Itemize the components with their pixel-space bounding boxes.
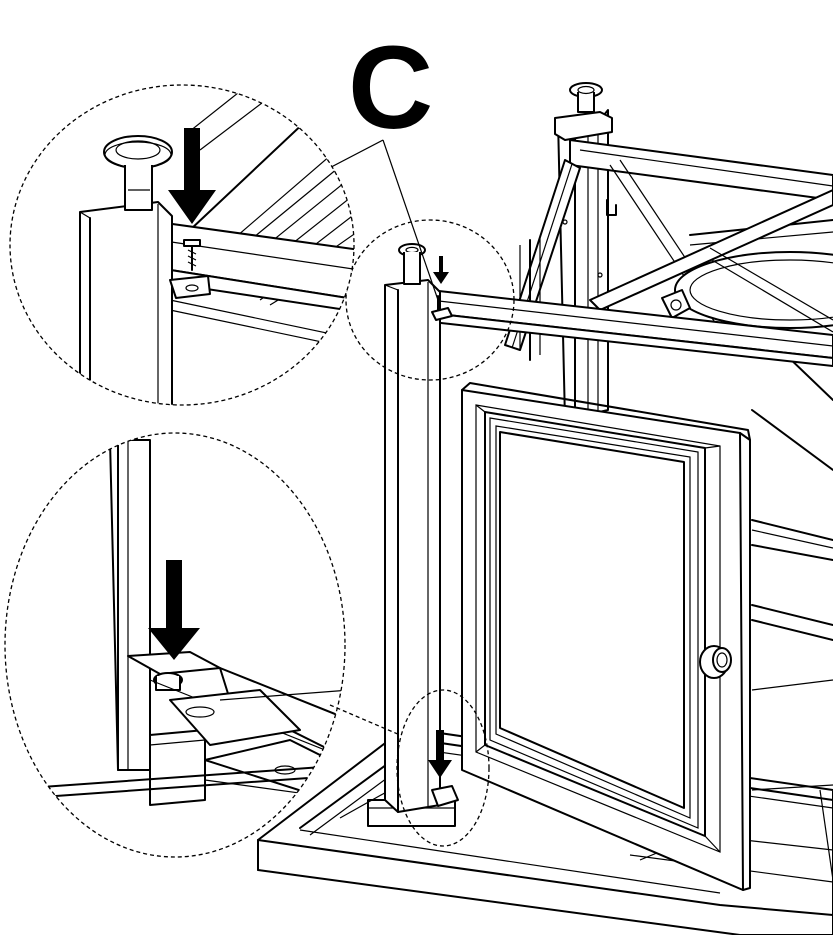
install-arrow-top <box>433 256 449 284</box>
inset-arrow-top <box>168 128 216 224</box>
detail-inset-top-hinge <box>9 84 355 406</box>
back-frame <box>504 82 833 881</box>
cabinet-door <box>461 382 751 891</box>
callout-letter: C <box>348 22 433 154</box>
main-cabinet-assembly <box>257 82 833 935</box>
front-left-post <box>384 243 459 813</box>
detail-circle-bottom-hinge <box>396 689 490 847</box>
detail-circle-top-hinge <box>345 219 515 381</box>
install-arrow-bottom <box>428 730 452 778</box>
inset-arrow-bottom <box>148 560 200 660</box>
door-knob <box>699 645 732 679</box>
detail-inset-bottom-hinge <box>4 432 401 858</box>
